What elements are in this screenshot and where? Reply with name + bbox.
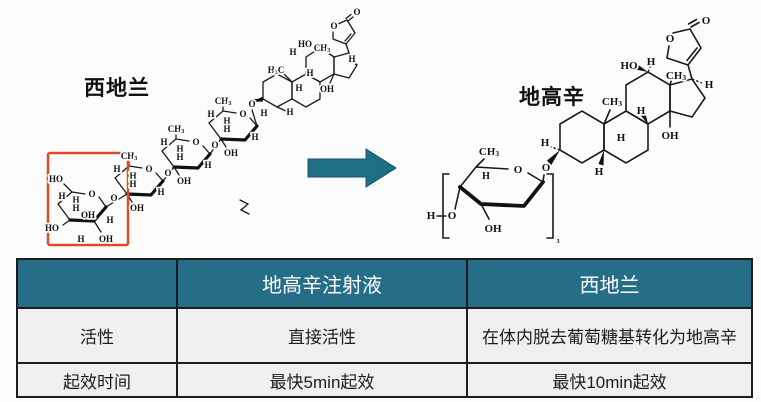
reaction-arrow [307, 148, 397, 188]
svg-text:HO: HO [620, 60, 638, 72]
svg-text:H: H [129, 179, 136, 189]
svg-text:H3C: H3C [268, 65, 285, 76]
svg-text:H: H [129, 171, 136, 181]
svg-text:H: H [160, 137, 167, 147]
table-header-empty [16, 258, 178, 309]
svg-text:H: H [207, 109, 214, 119]
svg-text:HO: HO [45, 223, 59, 233]
svg-text:HO: HO [298, 39, 312, 49]
svg-text:O: O [542, 162, 551, 174]
svg-text:O: O [192, 137, 199, 147]
row-label-activity: 活性 [16, 307, 178, 364]
bond-cut-squiggle [239, 199, 250, 215]
svg-text:3: 3 [556, 239, 559, 245]
onset-digoxin-cell: 最快5min起效 [176, 362, 468, 398]
svg-text:CH3: CH3 [168, 124, 185, 135]
svg-text:O: O [145, 164, 152, 174]
svg-text:OH: OH [81, 210, 95, 220]
molecule-right-title: 地高辛 [519, 86, 585, 109]
svg-text:H: H [295, 83, 302, 93]
table-row-activity: 活性 直接活性 在体内脱去葡萄糖基转化为地高辛 [16, 307, 753, 364]
svg-text:H: H [541, 137, 550, 149]
svg-text:O: O [164, 168, 171, 178]
svg-text:O: O [702, 15, 711, 27]
svg-text:H: H [348, 54, 355, 64]
svg-text:H: H [260, 108, 267, 118]
row-label-onset-time: 起效时间 [16, 362, 178, 398]
svg-text:H: H [113, 164, 120, 174]
svg-text:CH3: CH3 [314, 43, 331, 54]
molecule-left-title: 西地兰 [84, 77, 150, 100]
activity-cedilanid-cell: 在体内脱去葡萄糖基转化为地高辛 [466, 307, 753, 364]
svg-text:OH: OH [130, 203, 144, 213]
svg-text:H: H [223, 116, 230, 126]
table-header-row: 地高辛注射液 西地兰 [16, 258, 753, 309]
svg-text:H: H [306, 68, 313, 78]
svg-text:H: H [286, 107, 293, 117]
svg-text:HO: HO [49, 174, 63, 184]
svg-text:H: H [157, 187, 164, 197]
svg-text:H: H [223, 124, 230, 134]
svg-text:H: H [176, 152, 183, 162]
repeat-brackets [442, 173, 554, 239]
svg-text:O: O [514, 164, 523, 176]
svg-text:OH: OH [224, 148, 238, 158]
svg-text:OH: OH [177, 176, 191, 186]
svg-text:O: O [248, 99, 255, 109]
svg-text:CH3: CH3 [602, 96, 623, 108]
svg-text:OH: OH [99, 234, 113, 244]
svg-text:H: H [204, 160, 211, 170]
glucose-highlight-box [46, 151, 130, 247]
svg-text:OH: OH [661, 130, 679, 142]
table-header-digoxin-injection: 地高辛注射液 [176, 258, 468, 309]
onset-cedilanid-cell: 最快10min起效 [466, 362, 753, 398]
svg-text:H: H [637, 105, 646, 117]
svg-text:O: O [448, 210, 457, 222]
svg-text:CH3: CH3 [479, 146, 500, 158]
svg-text:H: H [251, 132, 258, 142]
svg-text:OH: OH [320, 84, 334, 94]
svg-text:H: H [106, 215, 113, 225]
svg-text:H: H [58, 191, 65, 201]
svg-text:O: O [330, 21, 337, 31]
svg-text:H: H [647, 56, 656, 68]
svg-text:O: O [88, 189, 95, 199]
svg-text:O: O [239, 109, 246, 119]
svg-text:H: H [289, 47, 296, 57]
svg-text:O: O [110, 193, 117, 203]
svg-text:H: H [482, 171, 490, 182]
svg-text:H: H [595, 166, 604, 178]
molecule-left-structure [57, 13, 358, 233]
svg-text:H: H [705, 79, 714, 91]
svg-text:H: H [176, 144, 183, 154]
molecule-right-structure [436, 18, 706, 239]
table-header-cedilanid: 西地兰 [466, 258, 753, 309]
svg-text:O: O [666, 33, 675, 45]
svg-text:H: H [427, 210, 436, 222]
svg-text:H: H [77, 234, 84, 244]
activity-digoxin-cell: 直接活性 [176, 307, 468, 364]
svg-text:OH: OH [484, 223, 502, 235]
svg-text:CH3: CH3 [215, 96, 232, 107]
svg-text:CH3: CH3 [666, 70, 687, 82]
comparison-table: 地高辛注射液 西地兰 活性 直接活性 在体内脱去葡萄糖基转化为地高辛 起效时间 … [16, 258, 753, 398]
svg-text:CH3: CH3 [121, 151, 138, 162]
svg-text:O: O [353, 7, 360, 17]
table-row-onset-time: 起效时间 最快5min起效 最快10min起效 [16, 362, 753, 398]
svg-text:O: O [211, 140, 218, 150]
svg-text:H: H [72, 195, 79, 205]
svg-text:H: H [72, 203, 79, 213]
svg-text:H: H [617, 132, 626, 144]
